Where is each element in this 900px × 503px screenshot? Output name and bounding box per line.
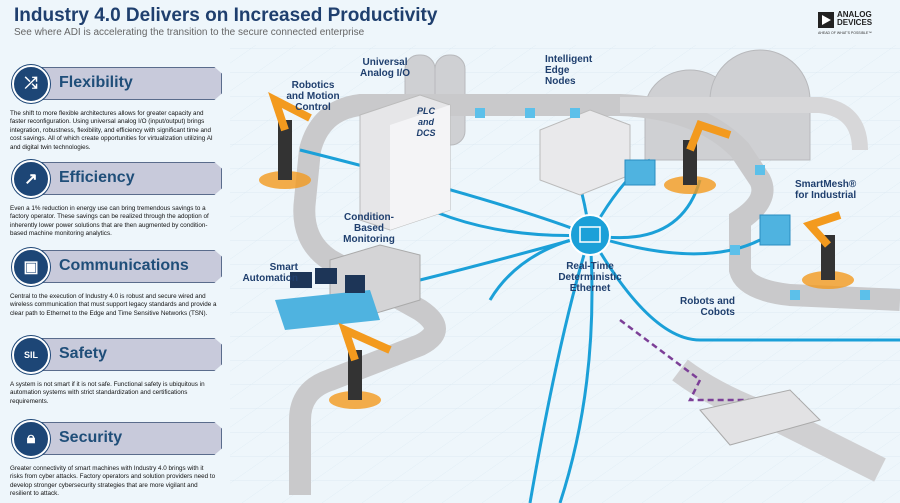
- logo-name: ANALOG DEVICES: [837, 10, 873, 27]
- shuffle-icon: ⤮: [12, 65, 50, 103]
- label-ethernet: Real-Time Deterministic Ethernet: [558, 261, 622, 294]
- panel-text: The shift to more flexible architectures…: [10, 110, 213, 151]
- padlock-icon: 🔒︎: [12, 420, 50, 458]
- panel-communications: Communications ▣ Central to the executio…: [10, 248, 222, 318]
- label-robotics: Robotics and Motion Control: [286, 80, 340, 113]
- smart-automation-desk: [275, 268, 380, 330]
- label-smartmesh: SmartMesh® for Industrial: [795, 179, 857, 201]
- panel-text: Central to the execution of Industry 4.0…: [10, 293, 217, 317]
- panel-title: Efficiency: [59, 169, 135, 186]
- sil-badge-icon: SIL: [12, 336, 50, 374]
- page-title: Industry 4.0 Delivers on Increased Produ…: [14, 5, 438, 26]
- panel-safety: Safety SIL A system is not smart if it i…: [10, 336, 222, 406]
- panel-title: Security: [59, 429, 123, 446]
- label-condition-monitoring: Condition-Based Monitoring: [343, 212, 395, 245]
- conveyor-belt: [289, 94, 900, 495]
- ethernet-port-icon: ▣: [12, 248, 50, 286]
- panel-security: Security 🔒︎ Greater connectivity of smar…: [10, 420, 222, 499]
- panel-title: Communications: [59, 257, 189, 274]
- page-subtitle: See where ADI is accelerating the transi…: [14, 27, 365, 38]
- cobot-station: [699, 389, 821, 446]
- logo-tagline: AHEAD OF WHAT'S POSSIBLE™: [818, 31, 872, 35]
- panel-flexibility: Flexibility ⤮ The shift to more flexible…: [10, 65, 222, 152]
- panel-text: Greater connectivity of smart machines w…: [10, 465, 216, 498]
- analog-devices-logo: ANALOG DEVICES AHEAD OF WHAT'S POSSIBLE™: [818, 10, 898, 36]
- plc-cabinet: [359, 94, 451, 231]
- robot-arms: [259, 91, 854, 409]
- panel-text: A system is not smart if it is not safe.…: [10, 381, 205, 405]
- logo-mark-icon: [818, 12, 834, 28]
- label-analog-io: Universal Analog I/O: [360, 57, 410, 79]
- label-smart-automation: Smart Automation: [242, 262, 298, 284]
- panel-title: Safety: [59, 345, 108, 362]
- panel-text: Even a 1% reduction in energy use can br…: [10, 205, 209, 238]
- ethernet-hub-icon: [569, 214, 611, 256]
- label-cobots: Robots and Cobots: [680, 296, 735, 318]
- cobot-path: [619, 319, 800, 402]
- label-plc: PLC and DCS: [416, 106, 436, 138]
- crate-stacks: [624, 159, 791, 246]
- growth-chart-icon: ↗: [12, 160, 50, 198]
- label-edge-nodes: Intelligent Edge Nodes: [545, 54, 593, 87]
- conveyor-boxes: [475, 108, 870, 300]
- panel-title: Flexibility: [59, 74, 133, 91]
- panel-efficiency: Efficiency ↗ Even a 1% reduction in ener…: [10, 160, 222, 239]
